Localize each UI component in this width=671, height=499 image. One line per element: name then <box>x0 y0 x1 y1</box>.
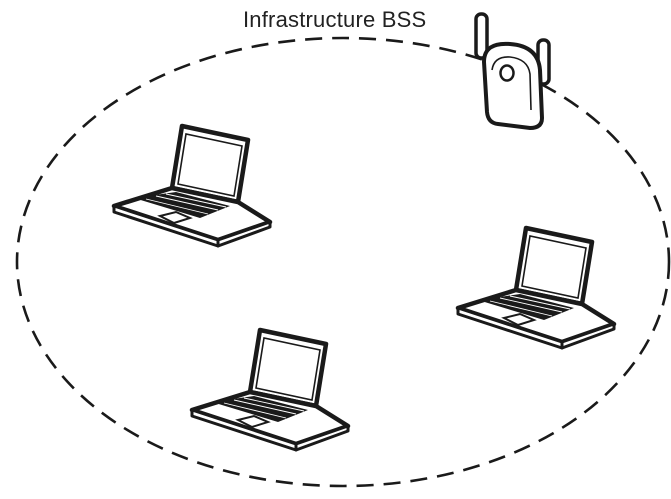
laptop-icon <box>458 228 614 348</box>
diagram-title: Infrastructure BSS <box>243 7 427 32</box>
laptop-icon <box>192 330 348 450</box>
access-point-icon <box>474 12 551 131</box>
laptop-icon <box>114 126 270 246</box>
bss-boundary <box>15 36 671 488</box>
